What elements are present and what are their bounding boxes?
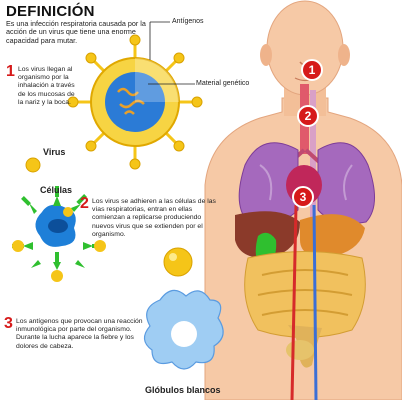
body-markers <box>292 59 323 208</box>
step-1-text: Los virus llegan al organismo por la inh… <box>18 66 75 106</box>
step-3-text: Los antígenos que provocan una reacción … <box>16 318 143 350</box>
step-2-number: 2 <box>80 195 89 212</box>
virus-particle <box>163 247 193 277</box>
step-3-number: 3 <box>4 315 13 332</box>
genetic-material-label: Material genético <box>196 80 250 87</box>
step-2-text: Los virus se adhieren a las células de l… <box>92 198 216 238</box>
virus-small-icon <box>25 157 41 173</box>
step-1-number: 1 <box>6 63 15 80</box>
white-blood-cell <box>143 289 224 370</box>
body-marker-2: 2 <box>304 109 312 123</box>
virus-label: Virus <box>43 147 66 157</box>
antigens-label: Antígenos <box>172 18 204 25</box>
cells-label: Células <box>40 185 73 195</box>
virus-large <box>67 21 203 170</box>
white-cells-label: Glóbulos blancos <box>145 385 221 395</box>
definition-text: Es una infección respiratoria causada po… <box>6 19 146 45</box>
infected-cell <box>12 186 106 282</box>
body-marker-1: 1 <box>308 63 316 77</box>
page-title: DEFINICIÓN <box>6 3 95 20</box>
body-marker-3: 3 <box>299 190 307 204</box>
